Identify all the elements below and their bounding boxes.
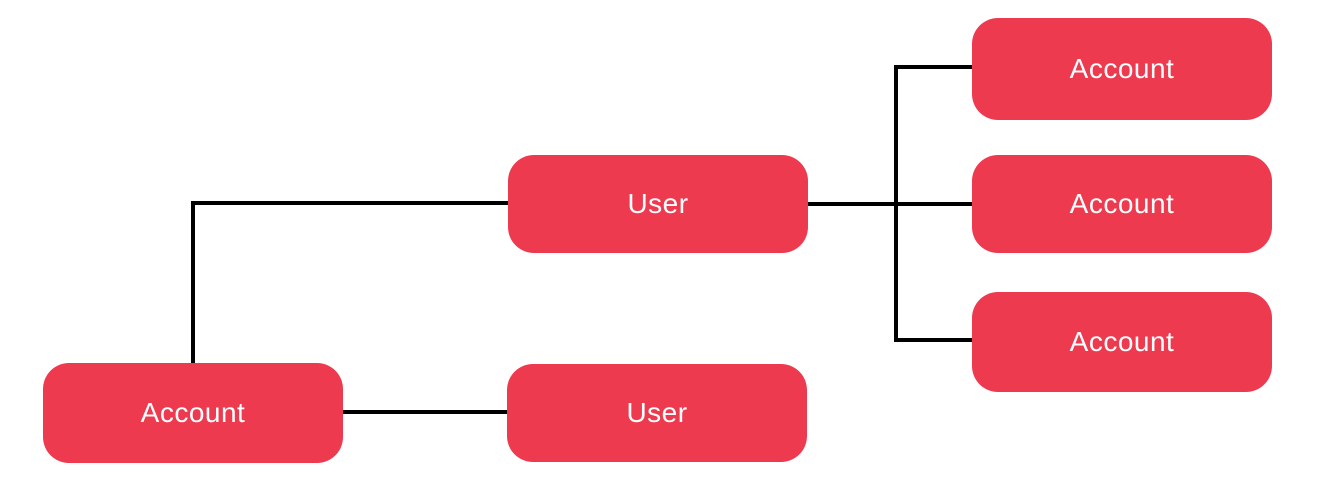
node-account-left-label: Account	[140, 397, 246, 428]
node-account-right-top[interactable]: Account	[972, 18, 1272, 120]
edge-fanout-branch-top	[894, 65, 972, 69]
edge-accountleft-usertop-vertical	[191, 201, 195, 363]
node-account-right-middle-label: Account	[1069, 188, 1175, 219]
edge-fanout-trunk	[894, 65, 898, 342]
edge-usertop-accountmiddle	[808, 202, 972, 206]
edge-accountleft-userbottom	[343, 410, 507, 414]
edge-accountleft-usertop-horizontal	[191, 201, 508, 205]
node-account-right-bottom-label: Account	[1069, 326, 1175, 357]
node-account-right-top-label: Account	[1069, 53, 1175, 84]
edge-fanout-branch-bottom	[894, 338, 972, 342]
node-user-bottom[interactable]: User	[507, 364, 807, 462]
node-account-right-bottom[interactable]: Account	[972, 292, 1272, 392]
node-user-bottom-label: User	[626, 397, 688, 428]
node-account-left[interactable]: Account	[43, 363, 343, 463]
node-user-top[interactable]: User	[508, 155, 808, 253]
node-account-right-middle[interactable]: Account	[972, 155, 1272, 253]
node-user-top-label: User	[627, 188, 689, 219]
